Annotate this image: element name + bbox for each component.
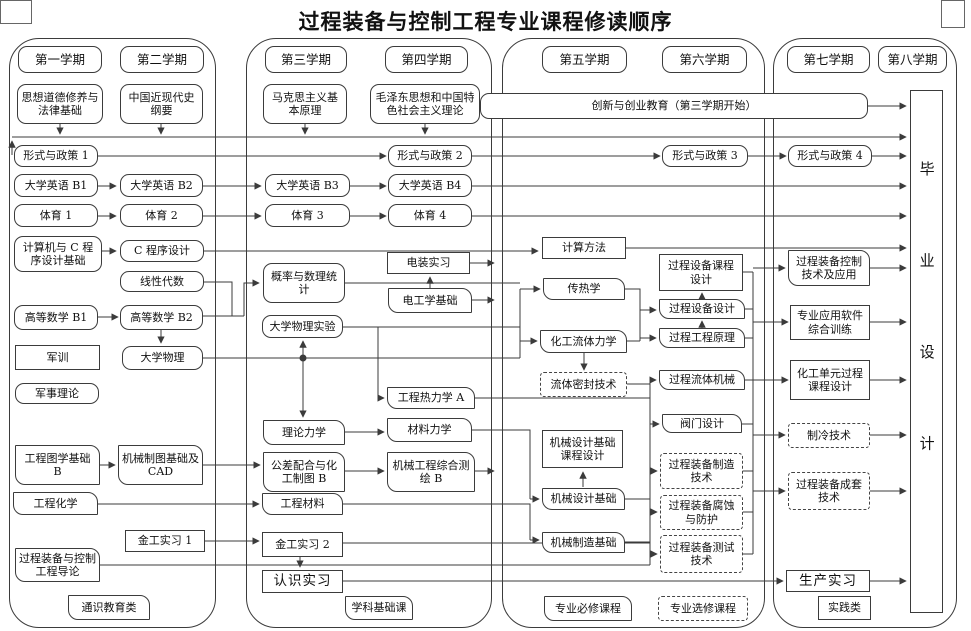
course-gongchenrelixue: 工程热力学 A	[387, 387, 475, 409]
course-gongchengtuxue: 工程图学基础 B	[15, 445, 100, 485]
course-yingyu-b2: 大学英语 B2	[120, 174, 203, 197]
corner-artifact-left	[0, 0, 32, 24]
course-liutimifeng: 流体密封技术	[540, 372, 627, 397]
course-sixiangdaode: 思想道德修养与法律基础	[17, 84, 103, 124]
course-zhizaojishu: 过程装备制造技术	[660, 453, 743, 489]
course-dianzhuangshixi: 电装实习	[387, 252, 470, 274]
header-semester-8: 第八学期	[878, 46, 947, 73]
course-biyesheji: 毕业设计	[910, 90, 943, 613]
semester-group-1-2	[9, 38, 216, 628]
label-bixiu: 专业必修课程	[544, 596, 632, 621]
course-gongchapeihe: 公差配合与化工制图 B	[263, 452, 345, 492]
course-fushiyufanghu: 过程装备腐蚀与防护	[660, 495, 743, 530]
course-jisuanfangfa: 计算方法	[542, 237, 626, 259]
course-xingshi-4: 形式与政策 4	[788, 145, 872, 167]
course-shengchanshixi: 生产实习	[786, 570, 870, 592]
course-huagongdanyuan: 化工单元过程课程设计	[790, 360, 870, 400]
course-ruanjianxunlian: 专业应用软件综合训练	[790, 305, 870, 340]
course-jisuanji-c: 计算机与 C 程序设计基础	[14, 236, 102, 272]
course-chuangxinchuangye: 创新与创业教育（第三学期开始）	[480, 93, 868, 119]
header-semester-7: 第七学期	[787, 46, 870, 73]
label-xueke: 学科基础课	[345, 596, 413, 620]
course-daxuewuli: 大学物理	[122, 346, 203, 370]
course-xingshi-2: 形式与政策 2	[388, 145, 472, 167]
course-zhilengjishu: 制冷技术	[788, 423, 870, 448]
course-tiyu-2: 体育 2	[120, 204, 203, 227]
course-yingyu-b1: 大学英语 B1	[14, 174, 98, 197]
label-shijian: 实践类	[818, 596, 871, 620]
course-zhuanyedaolun: 过程装备与控制工程导论	[15, 548, 100, 582]
course-xianxingdaishu: 线性代数	[120, 271, 204, 292]
course-huagongliuti: 化工流体力学	[540, 330, 627, 353]
header-semester-5: 第五学期	[542, 46, 627, 73]
course-jixiezhizao-jichu: 机械制造基础	[542, 532, 625, 553]
semester-group-3-4	[246, 38, 492, 628]
course-jindaishi: 中国近现代史纲要	[120, 84, 203, 124]
course-junshililun: 军事理论	[15, 383, 99, 404]
header-semester-4: 第四学期	[385, 46, 468, 73]
course-xingshi-3: 形式与政策 3	[662, 145, 748, 167]
course-makesizhuyi: 马克思主义基本原理	[263, 84, 347, 124]
course-shebeisheji: 过程设备设计	[659, 299, 745, 319]
course-renshishixi: 认识实习	[262, 570, 343, 593]
course-jixiesheji-jichu: 机械设计基础	[542, 488, 625, 510]
course-gongchengyuanli: 过程工程原理	[659, 328, 745, 348]
label-tongshi: 通识教育类	[68, 595, 150, 620]
course-tiyu-4: 体育 4	[388, 204, 472, 227]
course-c-chengxu: C 程序设计	[120, 240, 204, 262]
course-chengtaojishu: 过程装备成套技术	[788, 472, 870, 510]
course-yingyu-b4: 大学英语 B4	[388, 174, 472, 197]
header-semester-2: 第二学期	[120, 46, 204, 73]
course-lilunlixue: 理论力学	[263, 420, 345, 445]
course-kongzhijishu: 过程装备控制技术及应用	[788, 250, 870, 286]
corner-artifact-right	[941, 0, 965, 28]
course-gaoshu-b1: 高等数学 B1	[14, 305, 98, 330]
course-tiyu-3: 体育 3	[265, 204, 350, 227]
label-xuanxiu: 专业选修课程	[658, 596, 748, 621]
course-maozedongsixiang: 毛泽东思想和中国特色社会主义理论	[370, 84, 480, 124]
course-junxun: 军训	[15, 345, 100, 370]
course-diangongxue: 电工学基础	[388, 288, 472, 313]
course-tiyu-1: 体育 1	[14, 204, 98, 227]
course-chuanrexue: 传热学	[543, 278, 625, 300]
course-famensheji: 阀门设计	[662, 414, 742, 433]
course-cailiaolixue: 材料力学	[387, 418, 472, 442]
course-gonghuaxue: 工程化学	[13, 492, 98, 515]
course-jixiesheji-kcsj: 机械设计基础课程设计	[542, 430, 623, 468]
course-zongheceihui: 机械工程综合测绘 B	[387, 452, 475, 492]
course-shebei-kcsj: 过程设备课程设计	[659, 254, 743, 291]
course-yingyu-b3: 大学英语 B3	[265, 174, 350, 197]
semester-group-7-8	[773, 38, 957, 628]
page-title: 过程装备与控制工程专业课程修读顺序	[298, 9, 673, 34]
semester-group-5-6	[502, 38, 765, 628]
header-semester-1: 第一学期	[18, 46, 102, 73]
course-gongchengcailiao: 工程材料	[262, 493, 343, 515]
course-jingongshixi-2: 金工实习 2	[262, 532, 343, 557]
header-semester-6: 第六学期	[662, 46, 747, 73]
course-gailvtongji: 概率与数理统计	[263, 263, 345, 303]
course-wulishiyan: 大学物理实验	[262, 315, 343, 338]
course-jingongshixi-1: 金工实习 1	[125, 530, 205, 552]
course-gaoshu-b2: 高等数学 B2	[120, 305, 203, 330]
course-liutijixie: 过程流体机械	[659, 370, 745, 390]
course-jixiezhitu-cad: 机械制图基础及 CAD	[118, 445, 203, 485]
course-xingshi-1: 形式与政策 1	[14, 145, 98, 167]
header-semester-3: 第三学期	[265, 46, 347, 73]
course-ceshijishu: 过程装备测试技术	[660, 535, 743, 573]
